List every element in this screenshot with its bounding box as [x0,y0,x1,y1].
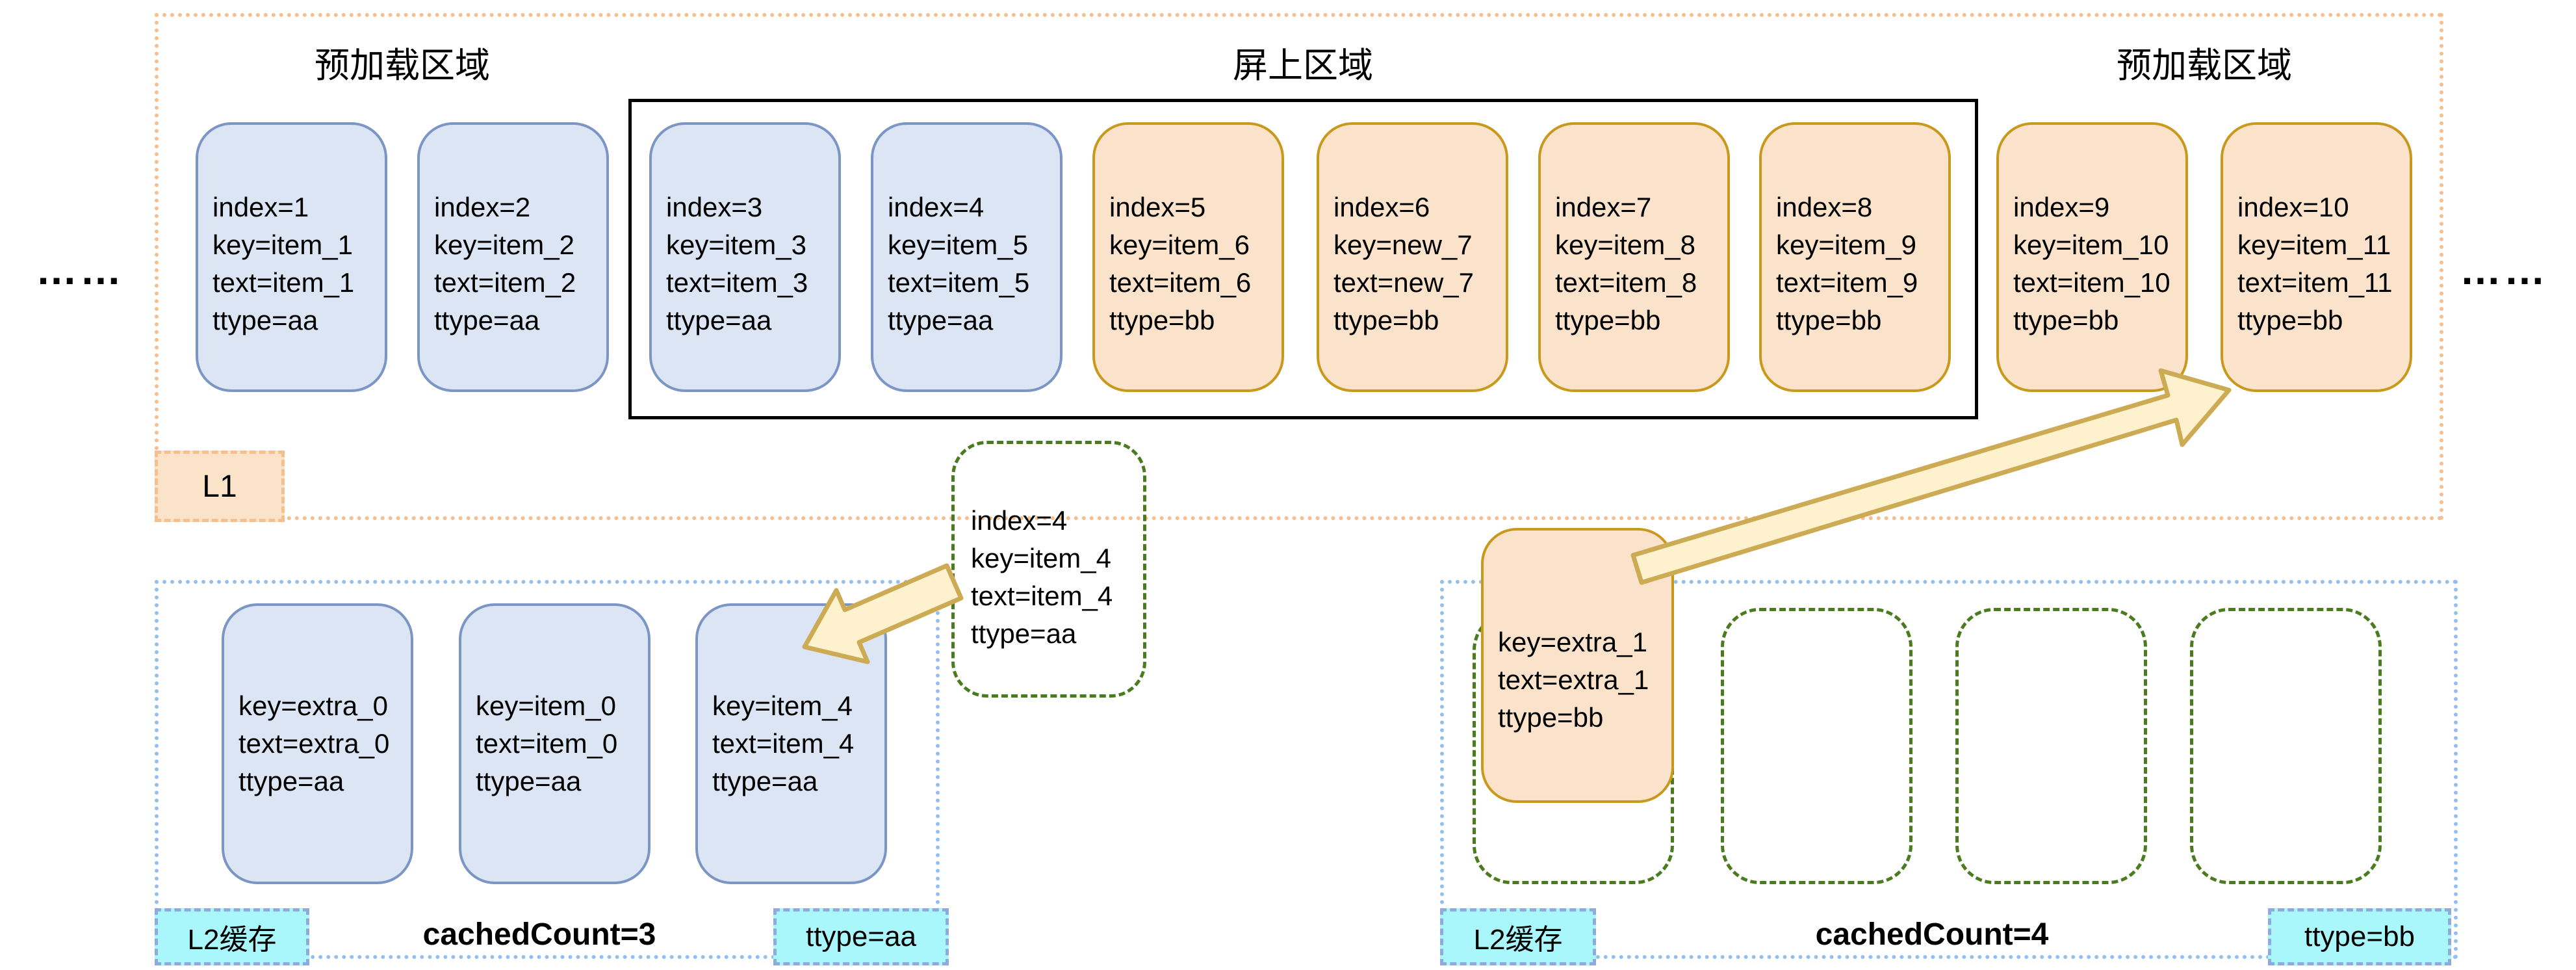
l2-badge-label: L2缓存 [1473,924,1563,956]
more-items-right-ellipsis: …… [2460,246,2548,293]
card-line: text=extra_1 [1498,664,1649,695]
card-line: ttype=bb [1555,304,1661,335]
l1-card-index10: index=10 key=item_11 text=item_11 ttype=… [2221,122,2412,392]
card-line: index=3 [666,191,763,222]
empty-slot-4 [2190,608,2382,884]
card-line: ttype=bb [1498,702,1604,733]
card-line: key=item_5 [888,229,1028,260]
card-line: ttype=aa [434,304,540,335]
l2-badge-label: L2缓存 [187,924,277,956]
l1-card-index9: index=9 key=item_10 text=item_10 ttype=b… [1996,122,2188,392]
card-line: ttype=aa [666,304,772,335]
card-line: ttype=bb [2013,304,2119,335]
card-line: text=item_9 [1776,267,1918,298]
card-line: key=item_3 [666,229,806,260]
ttype-badge-aa: ttype=aa [773,908,949,965]
card-line: text=item_10 [2013,267,2170,298]
card-line: text=new_7 [1333,267,1474,298]
card-line: index=1 [213,191,309,222]
card-line: key=item_4 [971,543,1111,573]
card-line: key=item_9 [1776,229,1916,260]
card-line: text=item_1 [213,267,355,298]
card-line: text=item_0 [476,728,618,759]
card-line: ttype=bb [1109,304,1215,335]
card-line: ttype=bb [1776,304,1882,335]
l1-card-index5: index=5 key=item_6 text=item_6 ttype=bb [1092,122,1284,392]
card-line: ttype=aa [238,766,344,796]
card-line: key=new_7 [1333,229,1473,260]
card-line: index=10 [2237,191,2349,222]
cached-count-left: cachedCount=3 [422,917,656,952]
card-line: index=2 [434,191,531,222]
l2-right-badge: L2缓存 [1440,908,1596,965]
l1-card-index8: index=8 key=item_9 text=item_9 ttype=bb [1759,122,1951,392]
card-line: text=item_6 [1109,267,1252,298]
card-line: ttype=aa [213,304,318,335]
l1-card-index3: index=3 key=item_3 text=item_3 ttype=aa [649,122,841,392]
l2-left-badge: L2缓存 [155,908,309,965]
l2-cache-region-aa [155,580,940,959]
card-line: text=item_2 [434,267,576,298]
card-line: index=6 [1333,191,1430,222]
preload-area-label-left: 预加载区域 [315,46,490,85]
card-line: text=item_11 [2237,267,2393,298]
card-line: text=item_5 [888,267,1030,298]
l1-card-index1: index=1 key=item_1 text=item_1 ttype=aa [196,122,387,392]
l1-region-border [155,13,2443,520]
l2-right-card-extra1: key=extra_1 text=extra_1 ttype=bb [1481,528,1674,803]
card-line: key=extra_0 [238,690,388,721]
card-line: text=extra_0 [238,728,390,759]
card-line: ttype=bb [2237,304,2343,335]
ttype-badge-bb: ttype=bb [2268,908,2451,965]
onscreen-area-label: 屏上区域 [1233,46,1373,85]
l2-left-card-item4: key=item_4 text=item_4 ttype=aa [695,603,887,884]
l2-left-card-extra0: key=extra_0 text=extra_0 ttype=aa [222,603,413,884]
card-line: text=item_8 [1555,267,1697,298]
card-line: key=item_8 [1555,229,1695,260]
card-line: key=item_0 [476,690,616,721]
cached-count-right: cachedCount=4 [1815,917,2049,952]
more-items-left-ellipsis: …… [36,246,124,293]
card-line: index=9 [2013,191,2110,222]
card-line: key=item_11 [2237,229,2391,260]
l1-card-index6: index=6 key=new_7 text=new_7 ttype=bb [1317,122,1508,392]
l2-left-card-item0: key=item_0 text=item_0 ttype=aa [459,603,650,884]
onscreen-area-box [628,99,1978,419]
l1-card-index7: index=7 key=item_8 text=item_8 ttype=bb [1538,122,1730,392]
card-line: key=item_4 [712,690,853,721]
ttype-badge-label: ttype=aa [805,921,917,952]
card-line: ttype=aa [888,304,994,335]
empty-slot-2 [1721,608,1913,884]
ttype-badge-label: ttype=bb [2304,921,2415,952]
card-line: key=item_6 [1109,229,1250,260]
card-line: ttype=aa [476,766,582,796]
recycled-card-item4: index=4 key=item_4 text=item_4 ttype=aa [951,441,1146,698]
card-line: index=4 [971,505,1068,536]
card-line: key=item_1 [213,229,353,260]
card-line: key=item_10 [2013,229,2169,260]
card-line: key=extra_1 [1498,627,1647,657]
card-line: text=item_3 [666,267,808,298]
card-line: key=item_2 [434,229,574,260]
card-line: ttype=aa [712,766,818,796]
card-line: index=8 [1776,191,1873,222]
card-line: text=item_4 [712,728,855,759]
l1-badge: L1 [155,451,285,522]
card-line: index=5 [1109,191,1206,222]
empty-slot-3 [1955,608,2147,884]
card-line: text=item_4 [971,581,1113,611]
card-line: index=4 [888,191,985,222]
card-line: ttype=bb [1333,304,1439,335]
l1-card-index4: index=4 key=item_5 text=item_5 ttype=aa [871,122,1063,392]
l1-badge-label: L1 [202,469,237,504]
card-line: ttype=aa [971,618,1077,649]
preload-area-label-right: 预加载区域 [2117,46,2292,85]
card-line: index=7 [1555,191,1652,222]
l1-card-index2: index=2 key=item_2 text=item_2 ttype=aa [417,122,609,392]
